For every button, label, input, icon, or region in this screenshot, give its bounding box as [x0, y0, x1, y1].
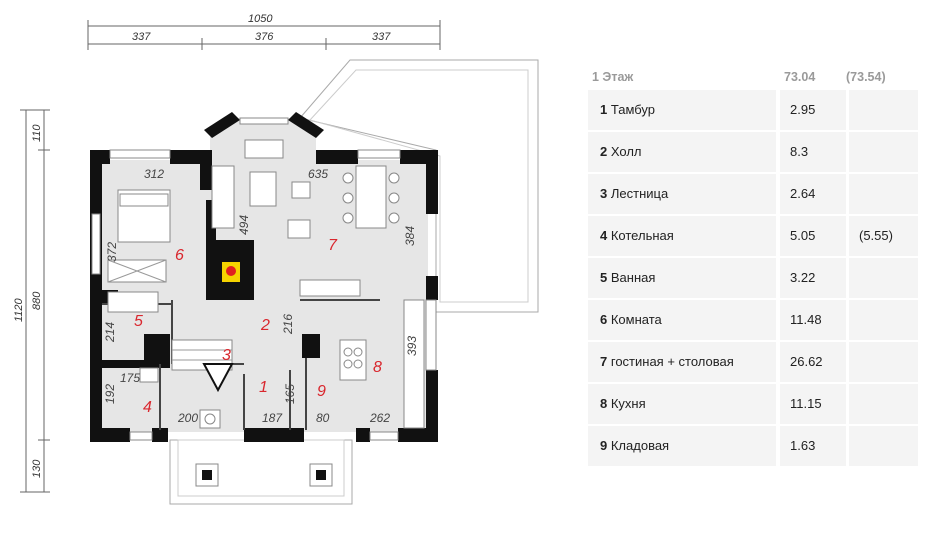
room-name: Комната	[610, 312, 662, 327]
windows	[91, 117, 437, 441]
room-dimensions: 312 635 494 372 384 216 214 393 175 192 …	[103, 167, 419, 425]
left-dimensions	[20, 109, 50, 493]
room-index: 5	[600, 270, 608, 285]
room-area: 8.3	[790, 144, 809, 159]
room-number: 6	[175, 247, 184, 264]
room-dim: 192	[103, 384, 117, 404]
room-index: 1	[600, 102, 608, 117]
room-area: 26.62	[790, 354, 823, 369]
top-dimensions	[87, 20, 441, 50]
room-name: Лестница	[610, 186, 669, 201]
floor-plan: 1050 337 376 337 1120 110 880 130	[13, 13, 539, 505]
table-row: 4 Котельная 5.05 (5.55)	[588, 216, 918, 256]
room-area: 2.95	[790, 102, 816, 117]
table-header: 1 Этаж 73.04 (73.54)	[588, 66, 918, 88]
table-row: 8 Кухня 11.15	[588, 384, 918, 424]
room-dim: 393	[405, 336, 419, 356]
dim-left-bottom: 130	[31, 459, 43, 478]
dim-total-width: 1050	[248, 13, 273, 25]
table-row: 9 Кладовая 1.63	[588, 426, 918, 466]
porch-bottom	[169, 439, 353, 505]
room-dim: 187	[262, 411, 283, 425]
total-area-alt: (73.54)	[846, 70, 886, 84]
dim-left-top: 110	[31, 124, 43, 142]
room-dim: 494	[237, 215, 251, 235]
room-dim: 216	[281, 314, 295, 335]
room-area-alt: (5.55)	[859, 228, 893, 243]
room-name: Котельная	[610, 228, 674, 243]
room-dim: 262	[369, 411, 390, 425]
room-area: 5.05	[790, 228, 816, 243]
table-row: 3 Лестница 2.64	[588, 174, 918, 214]
room-area: 2.64	[790, 186, 816, 201]
room-index: 6	[600, 312, 608, 327]
room-area: 11.48	[790, 312, 822, 327]
room-dim: 200	[177, 411, 198, 425]
dim-top-seg-1: 337	[132, 31, 151, 43]
room-dim: 175	[120, 371, 140, 385]
room-name: Холл	[610, 144, 642, 159]
room-dim: 635	[308, 167, 328, 181]
room-number: 9	[317, 383, 326, 400]
table-row: 7 гостиная + столовая 26.62	[588, 342, 918, 382]
dim-top-seg-3: 337	[372, 31, 391, 43]
table-row: 6 Комната 11.48	[588, 300, 918, 340]
table-row: 2 Холл 8.3	[588, 132, 918, 172]
room-numbers: 1 2 3 4 5 6 7 8 9	[134, 237, 382, 416]
room-name: Кухня	[610, 396, 646, 411]
room-area: 11.15	[790, 396, 822, 411]
room-dim: 80	[316, 411, 330, 425]
room-number: 3	[222, 347, 231, 364]
room-index: 9	[600, 438, 608, 453]
room-dim: 165	[283, 384, 297, 404]
room-number: 4	[143, 399, 152, 416]
room-name: Кладовая	[610, 438, 670, 453]
room-dim: 384	[403, 226, 417, 246]
dim-total-height: 1120	[13, 297, 25, 322]
room-area: 1.63	[790, 438, 816, 453]
furniture	[107, 139, 425, 429]
table-row: 5 Ванная 3.22	[588, 258, 918, 298]
room-dim: 372	[105, 242, 119, 262]
room-index: 8	[600, 396, 608, 411]
room-number: 7	[328, 237, 338, 254]
table-row: 1 Тамбур 2.95	[588, 90, 918, 130]
area-table: 1 Этаж 73.04 (73.54) 1 Тамбур 2.95 2 Хол…	[588, 66, 918, 466]
room-dim: 214	[103, 322, 117, 343]
room-number: 1	[259, 379, 268, 396]
room-area: 3.22	[790, 270, 816, 285]
dim-top-seg-2: 376	[255, 31, 274, 43]
floor-title: 1 Этаж	[592, 70, 634, 84]
room-index: 2	[600, 144, 608, 159]
room-number: 5	[134, 313, 143, 330]
room-number: 8	[373, 359, 382, 376]
room-dim: 312	[144, 167, 164, 181]
room-name: Ванная	[610, 270, 656, 285]
room-index: 3	[600, 186, 608, 201]
room-name: гостиная + столовая	[610, 354, 734, 369]
room-name: Тамбур	[610, 102, 655, 117]
room-index: 7	[600, 354, 608, 369]
room-number: 2	[260, 317, 270, 334]
total-area: 73.04	[784, 70, 816, 84]
dim-left-middle: 880	[31, 291, 43, 310]
room-index: 4	[600, 228, 608, 243]
